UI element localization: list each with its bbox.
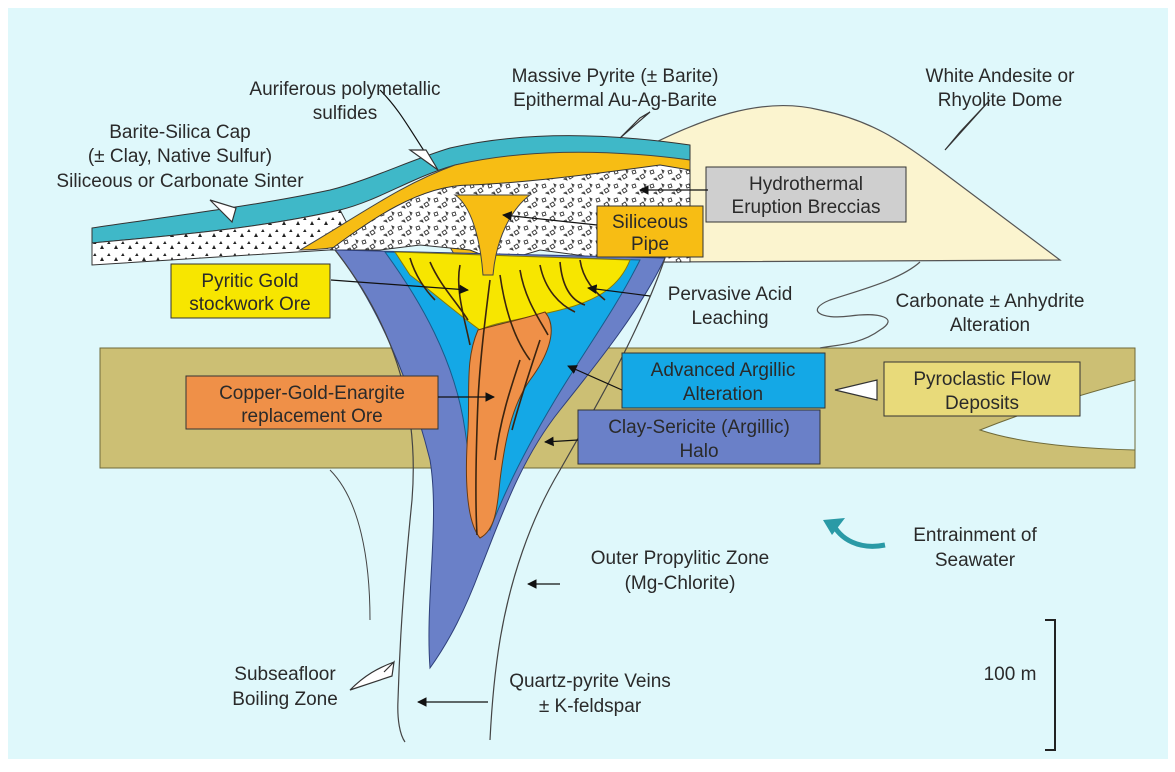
- svg-text:Barite-Silica Cap: Barite-Silica Cap: [109, 122, 251, 143]
- svg-text:Entrainment of: Entrainment of: [913, 525, 1037, 546]
- svg-text:sulfides: sulfides: [313, 103, 377, 124]
- svg-text:Deposits: Deposits: [945, 393, 1019, 414]
- svg-text:Auriferous polymetallic: Auriferous polymetallic: [249, 79, 440, 100]
- svg-text:Pervasive Acid: Pervasive Acid: [668, 284, 793, 305]
- svg-text:Clay-Sericite (Argillic): Clay-Sericite (Argillic): [608, 417, 790, 438]
- svg-text:Alteration: Alteration: [950, 315, 1030, 336]
- svg-text:Boiling Zone: Boiling Zone: [232, 689, 338, 710]
- svg-text:± K-feldspar: ± K-feldspar: [539, 696, 642, 717]
- svg-text:Siliceous: Siliceous: [612, 212, 688, 233]
- svg-text:Pyritic Gold: Pyritic Gold: [201, 271, 298, 292]
- svg-text:Pyroclastic Flow: Pyroclastic Flow: [913, 369, 1051, 390]
- svg-text:Halo: Halo: [679, 441, 718, 462]
- svg-text:replacement Ore: replacement Ore: [241, 406, 383, 427]
- svg-text:Massive Pyrite (± Barite): Massive Pyrite (± Barite): [512, 66, 719, 87]
- svg-text:Seawater: Seawater: [935, 550, 1016, 571]
- scale-bar-label: 100 m: [984, 664, 1037, 685]
- svg-text:Alteration: Alteration: [683, 384, 763, 405]
- svg-text:Eruption Breccias: Eruption Breccias: [732, 197, 881, 218]
- svg-text:Outer Propylitic Zone: Outer Propylitic Zone: [591, 548, 769, 569]
- svg-text:(Mg-Chlorite): (Mg-Chlorite): [625, 573, 736, 594]
- svg-text:(± Clay, Native Sulfur): (± Clay, Native Sulfur): [88, 146, 272, 167]
- svg-text:Siliceous or Carbonate Sinter: Siliceous or Carbonate Sinter: [56, 171, 304, 192]
- svg-text:Epithermal Au-Ag-Barite: Epithermal Au-Ag-Barite: [513, 90, 717, 111]
- svg-text:White Andesite or: White Andesite or: [926, 66, 1076, 87]
- svg-text:Quartz-pyrite Veins: Quartz-pyrite Veins: [509, 671, 671, 692]
- svg-text:Leaching: Leaching: [691, 308, 768, 329]
- svg-text:Subseafloor: Subseafloor: [234, 664, 336, 685]
- svg-text:Advanced Argillic: Advanced Argillic: [651, 360, 796, 381]
- svg-text:Pipe: Pipe: [631, 234, 669, 255]
- svg-text:Carbonate ± Anhydrite: Carbonate ± Anhydrite: [896, 291, 1085, 312]
- svg-text:stockwork Ore: stockwork Ore: [189, 294, 310, 315]
- svg-text:Rhyolite Dome: Rhyolite Dome: [938, 90, 1063, 111]
- svg-text:Hydrothermal: Hydrothermal: [749, 174, 863, 195]
- svg-text:Copper-Gold-Enargite: Copper-Gold-Enargite: [219, 383, 405, 404]
